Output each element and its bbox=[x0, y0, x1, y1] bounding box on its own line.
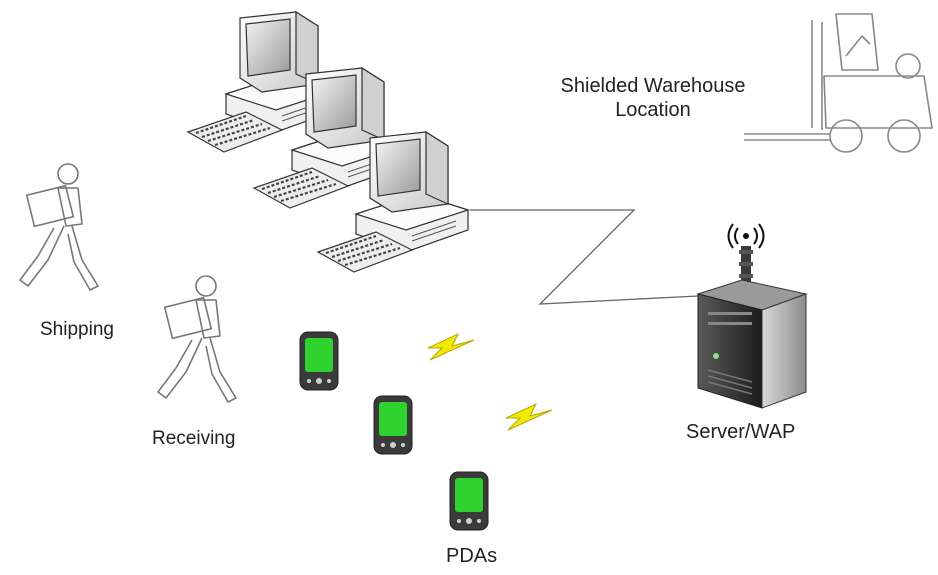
receiving-worker-icon bbox=[157, 275, 237, 403]
lightning-bolt-icon bbox=[505, 403, 553, 431]
pda-icon bbox=[373, 395, 413, 455]
forklift-icon bbox=[744, 13, 933, 153]
warehouse-label-line1: Shielded Warehouse bbox=[560, 75, 746, 97]
shipping-worker-icon bbox=[19, 163, 99, 291]
network-cable bbox=[470, 209, 699, 305]
pda-icon bbox=[449, 471, 489, 531]
server-wap-label: Server/WAP bbox=[686, 421, 796, 443]
pdas-label: PDAs bbox=[446, 545, 498, 567]
receiving-label: Receiving bbox=[152, 428, 236, 449]
warehouse-location-label: Shielded Warehouse Location bbox=[542, 74, 764, 122]
warehouse-label-line2: Location bbox=[615, 99, 691, 121]
lightning-bolt-icon bbox=[427, 333, 475, 361]
server-tower-icon bbox=[696, 223, 808, 409]
shipping-label: Shipping bbox=[40, 319, 114, 340]
pda-icon bbox=[299, 331, 339, 391]
